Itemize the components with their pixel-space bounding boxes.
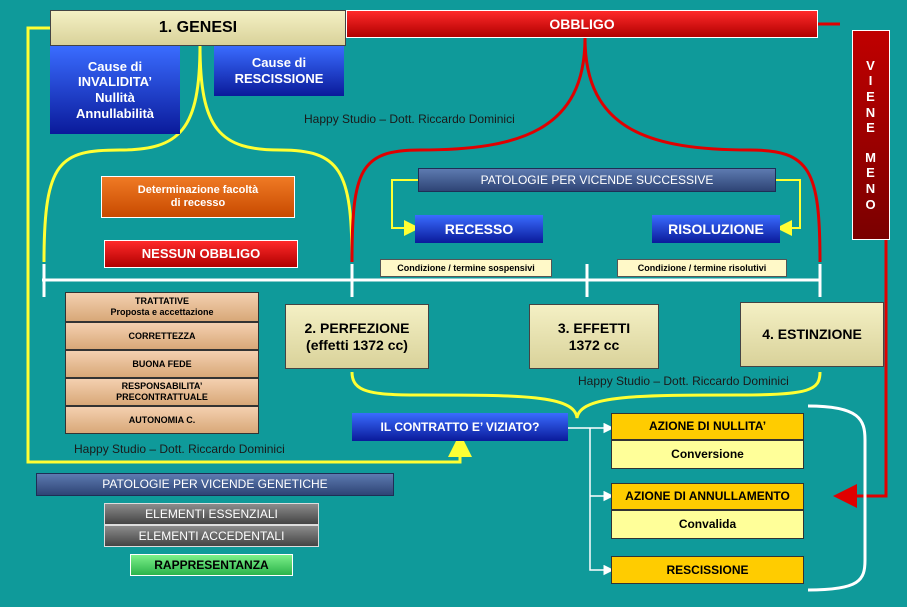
- azione-nullita-box[interactable]: AZIONE DI NULLITA’: [611, 413, 804, 440]
- cause-invalidita-line: Annullabilità: [76, 105, 154, 121]
- watermark-bottom-right: Happy Studio – Dott. Riccardo Dominici: [578, 374, 789, 388]
- rescissione-box[interactable]: RESCISSIONE: [611, 556, 804, 584]
- perfezione-label: 2. PERFEZIONE: [304, 319, 410, 336]
- nessun-obbligo-box[interactable]: NESSUN OBBLIGO: [104, 240, 298, 268]
- perfezione-box[interactable]: 2. PERFEZIONE (effetti 1372 cc): [285, 304, 429, 369]
- genesi-header[interactable]: 1. GENESI: [50, 10, 346, 46]
- patologie-successive-box[interactable]: PATOLOGIE PER VICENDE SUCCESSIVE: [418, 168, 776, 192]
- viene-meno-letter: E: [866, 165, 876, 181]
- cause-invalidita-box[interactable]: Cause di INVALIDITA’ Nullità Annullabili…: [50, 46, 180, 134]
- responsabilita-sublabel: PRECONTRATTUALE: [116, 392, 208, 402]
- risoluzione-box[interactable]: RISOLUZIONE: [652, 215, 780, 243]
- estinzione-box[interactable]: 4. ESTINZIONE: [740, 302, 884, 367]
- cause-rescissione-box[interactable]: Cause di RESCISSIONE: [214, 46, 344, 96]
- trattative-box[interactable]: TRATTATIVE Proposta e accettazione: [65, 292, 259, 322]
- viene-meno-letter: E: [866, 120, 876, 136]
- perfezione-sublabel: (effetti 1372 cc): [306, 336, 408, 353]
- condizione-sospensivi-box[interactable]: Condizione / termine sospensivi: [380, 259, 552, 277]
- viene-meno-letter: O: [865, 196, 877, 212]
- viene-meno-letter: N: [865, 104, 877, 120]
- cause-invalidita-line: Cause di: [87, 58, 143, 74]
- convalida-box[interactable]: Convalida: [611, 510, 804, 539]
- determinazione-recesso-box[interactable]: Determinazione facoltà di recesso: [101, 176, 295, 218]
- viene-meno-box[interactable]: V I E N E M E N O: [852, 30, 890, 240]
- patologie-genetiche-box[interactable]: PATOLOGIE PER VICENDE GENETICHE: [36, 473, 394, 496]
- cause-rescissione-line: Cause di: [251, 55, 307, 71]
- cause-rescissione-line: RESCISSIONE: [234, 71, 324, 86]
- conversione-box[interactable]: Conversione: [611, 440, 804, 469]
- determinazione-line: Determinazione facoltà: [137, 183, 259, 196]
- obbligo-header[interactable]: OBBLIGO: [346, 10, 818, 38]
- viene-meno-letter: E: [866, 89, 876, 105]
- trattative-label: TRATTATIVE: [135, 296, 189, 307]
- azione-annullamento-box[interactable]: AZIONE DI ANNULLAMENTO: [611, 483, 804, 510]
- effetti-box[interactable]: 3. EFFETTI 1372 cc: [529, 304, 659, 369]
- effetti-label: 3. EFFETTI: [557, 319, 631, 336]
- effetti-brace: [350, 371, 822, 419]
- watermark-top: Happy Studio – Dott. Riccardo Dominici: [304, 112, 515, 126]
- watermark-bottom-left: Happy Studio – Dott. Riccardo Dominici: [74, 442, 285, 456]
- buona-fede-box[interactable]: BUONA FEDE: [65, 350, 259, 378]
- viene-meno-letter: M: [865, 149, 877, 165]
- obbligo-brace: [350, 37, 822, 263]
- trattative-sublabel: Proposta e accettazione: [110, 307, 214, 317]
- determinazione-line: di recesso: [170, 197, 226, 209]
- condizione-risolutivi-box[interactable]: Condizione / termine risolutivi: [617, 259, 787, 277]
- elementi-accidentali-box[interactable]: ELEMENTI ACCEDENTALI: [104, 525, 319, 547]
- autonomia-box[interactable]: AUTONOMIA C.: [65, 406, 259, 434]
- cause-invalidita-line: Nullità: [95, 90, 135, 105]
- viene-meno-letter: I: [868, 73, 874, 89]
- viene-meno-letter: N: [865, 180, 877, 196]
- correttezza-box[interactable]: CORRETTEZZA: [65, 322, 259, 350]
- recesso-box[interactable]: RECESSO: [415, 215, 543, 243]
- rappresentanza-box[interactable]: RAPPRESENTANZA: [130, 554, 293, 576]
- responsabilita-label: RESPONSABILITA’: [121, 381, 203, 392]
- effetti-sublabel: 1372 cc: [568, 336, 620, 353]
- responsabilita-box[interactable]: RESPONSABILITA’ PRECONTRATTUALE: [65, 378, 259, 406]
- elementi-essenziali-box[interactable]: ELEMENTI ESSENZIALI: [104, 503, 319, 525]
- viene-meno-letter: V: [866, 57, 876, 73]
- contratto-viziato-box[interactable]: IL CONTRATTO E’ VIZIATO?: [352, 413, 568, 441]
- cause-invalidita-line: INVALIDITA’: [78, 74, 152, 90]
